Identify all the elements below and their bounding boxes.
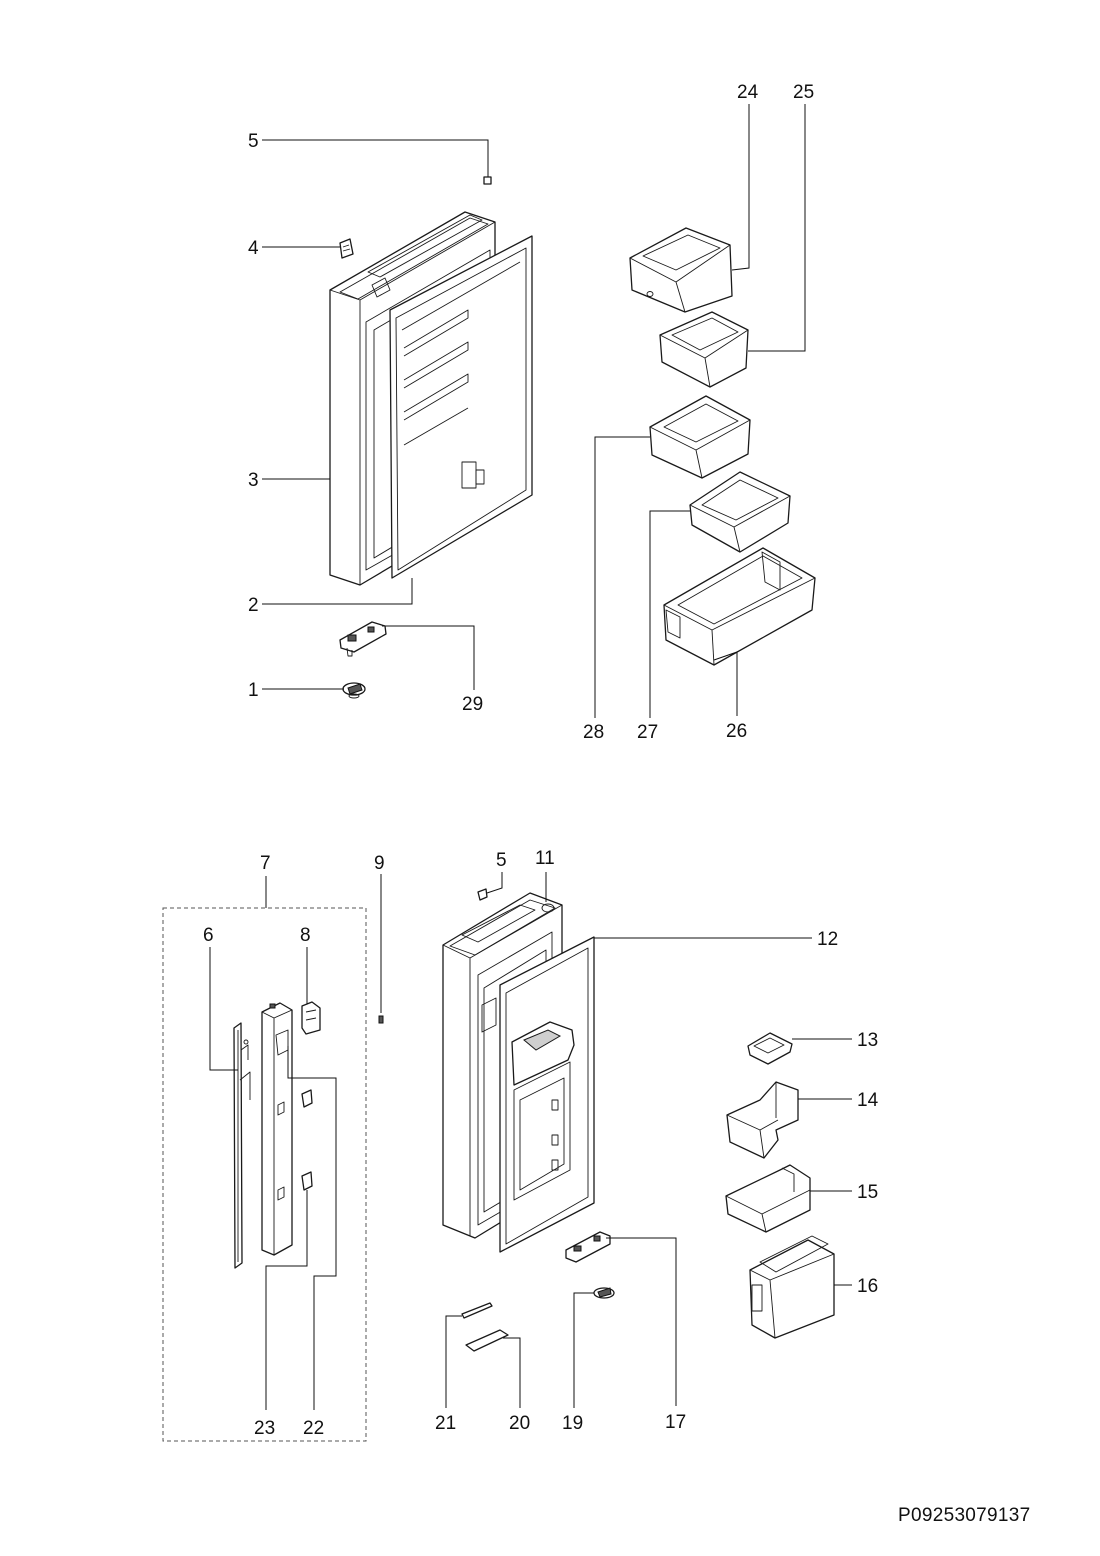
- screw-part-9: [378, 1015, 384, 1024]
- top-bins: [629, 227, 816, 666]
- strip-part-21: [461, 1302, 493, 1319]
- label-26: 26: [726, 721, 747, 742]
- bin-part-28: [649, 395, 751, 479]
- label-11: 11: [535, 848, 555, 869]
- label-23: 23: [254, 1418, 275, 1439]
- label-3: 3: [248, 470, 259, 491]
- hinge-part-29: [339, 621, 387, 657]
- label-20: 20: [509, 1413, 530, 1434]
- label-13: 13: [857, 1030, 878, 1051]
- label-19: 19: [562, 1413, 583, 1434]
- cap-part-5-top: [483, 176, 492, 185]
- label-17: 17: [665, 1412, 686, 1433]
- hinge-part-17: [565, 1231, 611, 1263]
- door-gasket-part-2: [389, 235, 533, 579]
- label-1: 1: [248, 680, 259, 701]
- bracket-part-8: [301, 1001, 321, 1035]
- bin-part-16: [749, 1235, 835, 1339]
- label-27: 27: [637, 722, 658, 743]
- label-2: 2: [248, 595, 259, 616]
- hinge-cover-part-1: [342, 682, 366, 699]
- label-5-top: 5: [248, 131, 259, 152]
- bin-part-24: [629, 227, 733, 313]
- bin-part-26: [663, 547, 816, 666]
- label-24: 24: [737, 82, 759, 103]
- label-5-bottom: 5: [496, 850, 507, 871]
- label-25: 25: [793, 82, 814, 103]
- reference-code: P09253079137: [898, 1505, 1031, 1526]
- clip-part-23: [301, 1171, 313, 1191]
- bin-part-27: [689, 471, 791, 553]
- tray-part-13: [747, 1032, 793, 1065]
- clip-part-4: [339, 238, 354, 259]
- bin-part-15: [725, 1164, 811, 1233]
- bin-part-25: [659, 311, 749, 388]
- label-15: 15: [857, 1182, 878, 1203]
- door-frame-bar: [261, 1002, 293, 1256]
- bin-part-14: [726, 1081, 799, 1159]
- label-6: 6: [203, 925, 214, 946]
- label-8: 8: [300, 925, 311, 946]
- bottom-bins: [725, 1032, 835, 1339]
- door-gasket-bottom-part-12: [499, 936, 595, 1253]
- clip-part-22: [301, 1089, 313, 1108]
- hinge-cover-part-19: [593, 1287, 615, 1299]
- strip-part-6: [233, 1022, 251, 1269]
- label-29: 29: [462, 694, 483, 715]
- cap-part-5-bottom: [477, 888, 488, 901]
- part-labels: 5 4 3 2 1 29 24 25 28 27 26 7 9 5 11 12 …: [203, 82, 879, 1439]
- label-7: 7: [260, 853, 271, 874]
- label-21: 21: [435, 1413, 456, 1434]
- bottom-door-assembly: [442, 888, 615, 1352]
- label-16: 16: [857, 1276, 878, 1297]
- label-12: 12: [817, 929, 838, 950]
- kit-part-7: [162, 907, 367, 1442]
- label-4: 4: [248, 238, 259, 259]
- label-9: 9: [374, 853, 385, 874]
- kit-boundary: [162, 907, 367, 1442]
- leader-lines: [209, 104, 852, 1410]
- label-28: 28: [583, 722, 604, 743]
- top-door-assembly: [329, 176, 533, 699]
- label-22: 22: [303, 1418, 324, 1439]
- pad-part-20: [465, 1329, 509, 1352]
- label-14: 14: [857, 1090, 879, 1111]
